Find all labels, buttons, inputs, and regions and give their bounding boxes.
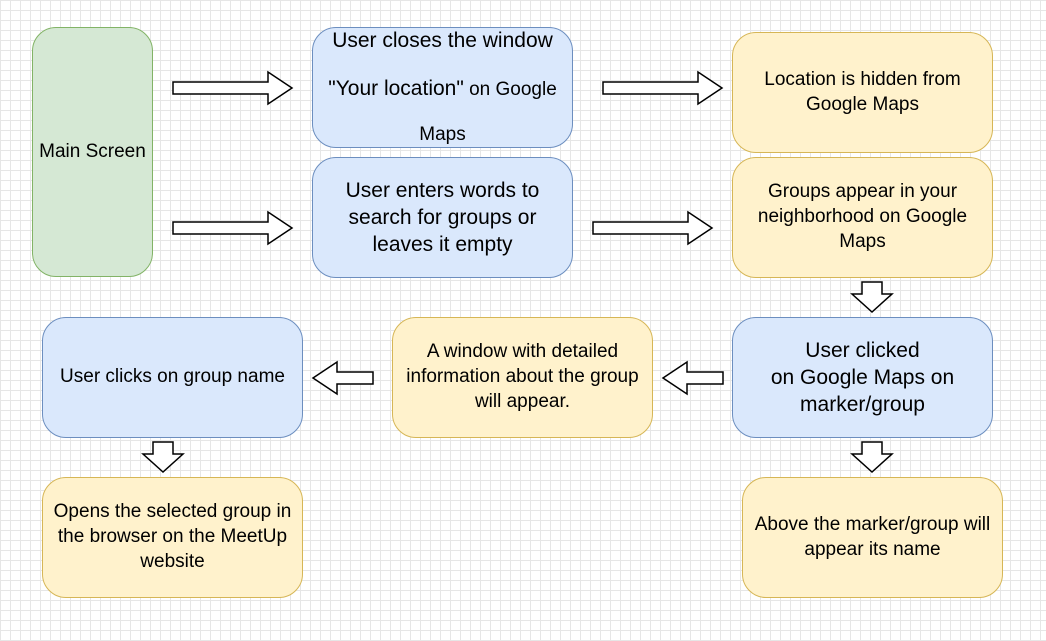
arrow-right-4 (592, 210, 714, 246)
arrow-right-3 (172, 210, 294, 246)
closes-window-line1: User closes the window (332, 28, 553, 52)
clicks-group-name-label: User clicks on group name (60, 366, 285, 388)
clicked-marker-label: User clicked on Google Maps on marker/gr… (770, 338, 955, 417)
groups-appear-node: Groups appear in your neighborhood on Go… (732, 157, 993, 278)
clicked-marker-node: User clicked on Google Maps on marker/gr… (732, 317, 993, 438)
main-screen-label: Main Screen (39, 140, 146, 162)
arrow-left-1 (661, 360, 724, 396)
arrow-down-3 (141, 441, 185, 474)
name-appears-label: Above the marker/group will appear its n… (754, 513, 991, 560)
closes-window-node: User closes the window "Your location" o… (312, 27, 573, 148)
name-appears-node: Above the marker/group will appear its n… (742, 477, 1003, 598)
arrow-down-2 (850, 441, 894, 474)
opens-group-label: Opens the selected group in the browser … (53, 501, 292, 572)
opens-group-node: Opens the selected group in the browser … (42, 477, 303, 598)
closes-window-line2b: on Google (463, 78, 557, 100)
detailed-window-label: A window with detailed information about… (406, 341, 639, 412)
detailed-window-node: A window with detailed information about… (392, 317, 653, 438)
main-screen-node: Main Screen (32, 27, 153, 277)
arrow-down-1 (850, 281, 894, 314)
clicks-group-name-node: User clicks on group name (42, 317, 303, 438)
groups-appear-label: Groups appear in your neighborhood on Go… (757, 181, 968, 252)
location-hidden-label: Location is hidden from Google Maps (764, 68, 961, 115)
closes-window-line2a: "Your location" (328, 76, 464, 100)
location-hidden-node: Location is hidden from Google Maps (732, 32, 993, 153)
closes-window-line3: Maps (419, 124, 466, 146)
arrow-right-1 (172, 70, 294, 106)
arrow-left-2 (311, 360, 374, 396)
arrow-right-2 (602, 70, 724, 106)
enters-words-label: User enters words to search for groups o… (345, 178, 540, 257)
enters-words-node: User enters words to search for groups o… (312, 157, 573, 278)
